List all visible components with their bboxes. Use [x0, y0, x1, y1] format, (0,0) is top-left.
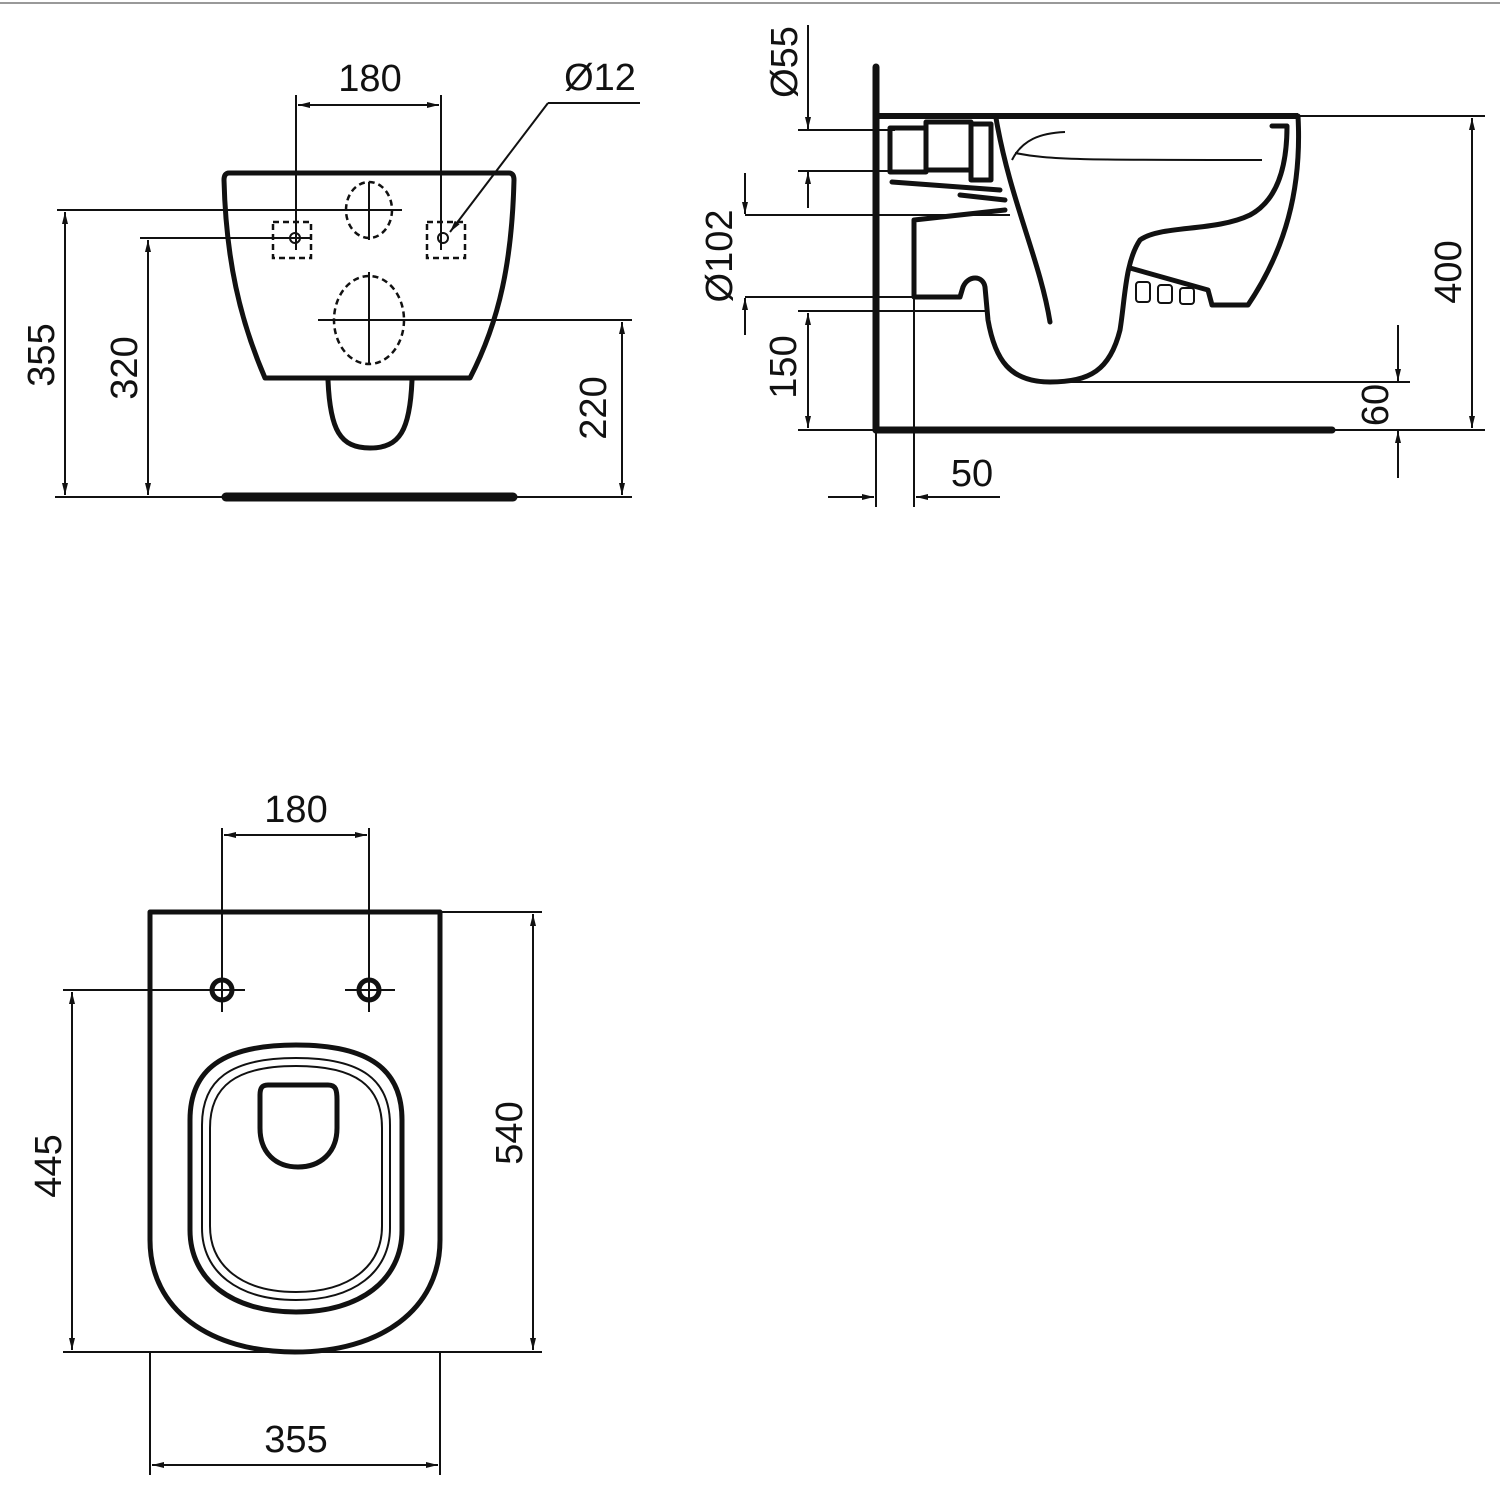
lid-opening	[257, 1082, 340, 1170]
inlet-connector	[887, 119, 1008, 203]
water-surface	[1011, 131, 1263, 161]
label-150-height: 150	[763, 335, 805, 398]
label-180-plan: 180	[264, 789, 327, 831]
label-bolt-diameter: Ø12	[564, 57, 636, 99]
bowl-inner	[911, 123, 1290, 385]
front-body-outline	[221, 170, 517, 381]
plan-view: 180 445 540 355	[28, 789, 542, 1475]
label-540-depth: 540	[489, 1101, 531, 1164]
label-400-height: 400	[1428, 240, 1470, 303]
seat-inner	[201, 1056, 391, 1302]
front-view: 180 Ø12 355 320 220	[21, 57, 640, 502]
label-355-height: 355	[21, 323, 63, 386]
seat-outer	[187, 1042, 405, 1315]
label-inlet-diameter: Ø55	[764, 26, 806, 98]
bolt-hole-right	[437, 232, 449, 244]
label-220-height: 220	[573, 376, 615, 439]
bolt-plate-right	[425, 220, 467, 260]
side-view: Ø55 Ø102 150 50 400 60	[699, 25, 1485, 507]
label-355-width: 355	[264, 1419, 327, 1461]
plan-body-outline	[147, 909, 443, 1355]
leader-bolt-diameter	[449, 102, 549, 233]
label-wall-offset: 50	[951, 453, 993, 495]
bowl-front-wall	[993, 115, 1053, 325]
front-trap-outline	[325, 377, 415, 451]
bowl-outer	[1127, 113, 1302, 308]
label-320-height: 320	[104, 336, 146, 399]
label-60-clearance: 60	[1355, 384, 1397, 426]
label-180-front: 180	[338, 58, 401, 100]
bolt-plate-left	[271, 220, 313, 260]
seat-inner-2	[209, 1064, 383, 1294]
rim-feet	[1135, 281, 1195, 305]
label-outlet-diameter: Ø102	[699, 210, 741, 303]
label-445-depth: 445	[28, 1134, 70, 1197]
